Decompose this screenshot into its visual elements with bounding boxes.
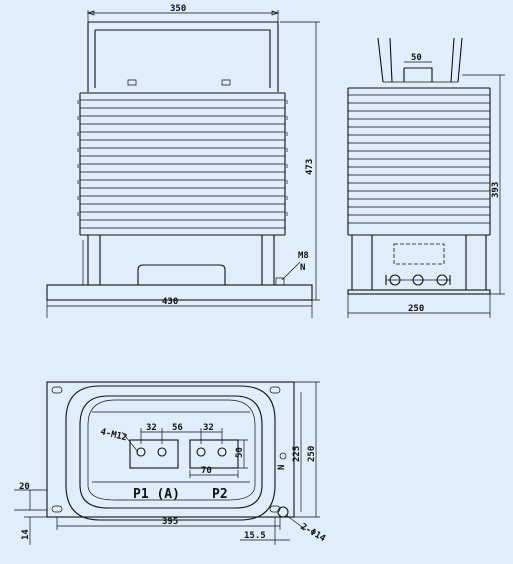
side-dim-50: 50 (411, 53, 422, 63)
side-view: 50 393 250 (347, 37, 505, 318)
side-dim-250: 250 (408, 304, 424, 314)
top-dim-225: 225 (292, 446, 302, 462)
label-p1: P1 (A) (133, 487, 180, 502)
top-dim-2phi14: 2-Φ14 (299, 522, 328, 544)
top-dim-32b: 32 (203, 423, 214, 433)
top-dim-20: 20 (19, 482, 30, 492)
front-dim-430: 430 (162, 297, 178, 307)
ground-label-m8: M8 (298, 251, 309, 261)
label-p2: P2 (212, 487, 228, 502)
top-dim-70: 70 (201, 466, 212, 476)
top-dim-50: 50 (235, 447, 245, 458)
front-dim-473: 473 (305, 159, 315, 175)
top-dim-32a: 32 (146, 423, 157, 433)
top-dim-4m12: 4-M12 (99, 427, 128, 443)
top-dim-15-5: 15.5 (244, 531, 266, 541)
front-view: 350 473 430 M8 N (46, 4, 320, 318)
top-dim-56: 56 (172, 423, 183, 433)
ground-label-n: N (300, 263, 305, 273)
side-fins (347, 87, 491, 236)
side-dim-393: 393 (491, 182, 501, 198)
front-fins (77, 92, 288, 236)
top-ground-n: N (277, 465, 287, 470)
top-dim-14: 14 (21, 529, 31, 540)
top-dim-250: 250 (307, 446, 317, 462)
top-dim-395: 395 (162, 517, 178, 527)
top-view: 32 56 32 70 50 4-M12 P1 (A) P2 N 225 250… (14, 381, 328, 545)
front-dim-350: 350 (170, 4, 186, 14)
